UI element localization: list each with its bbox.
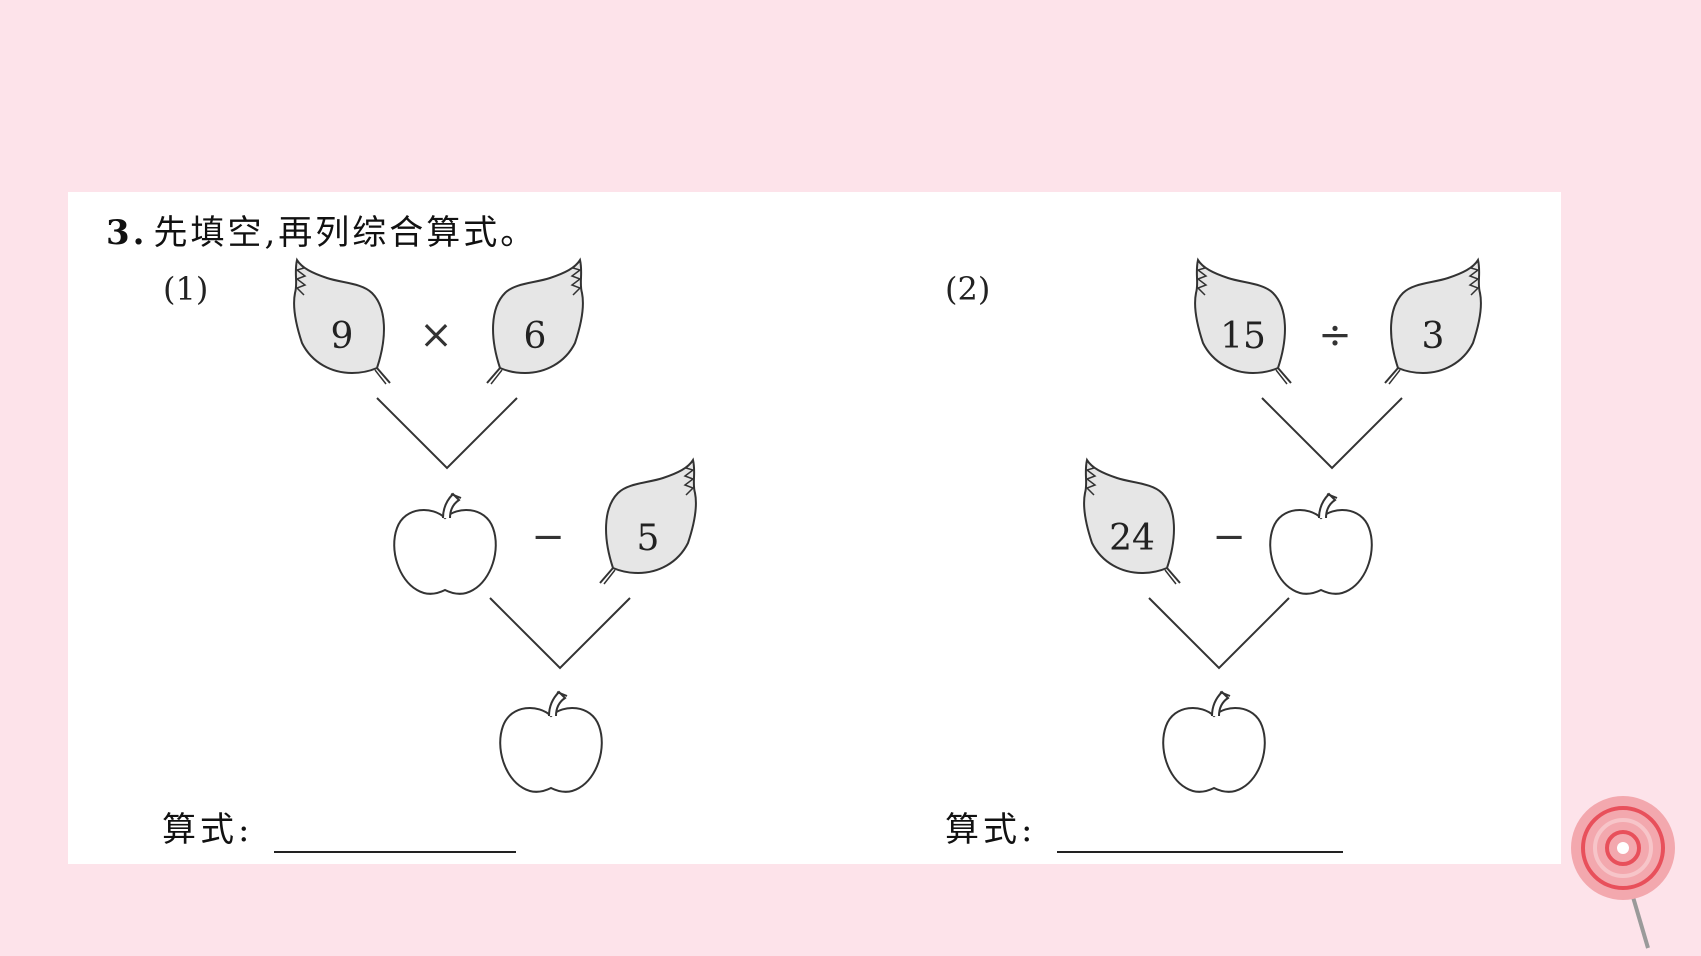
part-2-mid-left-number: 24 <box>1109 518 1155 559</box>
part-2-top-left-number: 15 <box>1220 316 1266 357</box>
part-2-top-right-number: 3 <box>1422 316 1445 357</box>
question-number: 3. <box>106 213 148 253</box>
part-2-bottom-connector <box>1148 597 1290 670</box>
part-1-apple-mid <box>393 493 497 595</box>
part-2-apple-result <box>1162 691 1266 793</box>
question-title: 3.先填空,再列综合算式。 <box>106 205 537 254</box>
part-1-bottom-connector <box>489 597 631 670</box>
part-1-mid-right-number: 5 <box>637 518 660 559</box>
part-2-apple-mid <box>1269 493 1373 595</box>
part-1-mid-operator: − <box>531 514 565 560</box>
part-2-top-connector <box>1261 397 1403 470</box>
lollipop-pin-icon <box>1571 796 1675 949</box>
part-2-mid-operator: − <box>1212 514 1246 560</box>
part-1-label: (1) <box>163 270 209 308</box>
part-1-top-operator: × <box>419 312 453 358</box>
part-1-top-connector <box>376 397 518 470</box>
part-2-formula-label: 算式: <box>945 810 1037 850</box>
part-1-formula-label: 算式: <box>162 810 254 850</box>
part-1-apple-result <box>499 691 603 793</box>
part-1-answer-blank[interactable] <box>274 851 516 853</box>
question-instruction: 先填空,再列综合算式。 <box>153 213 538 253</box>
part-2-top-operator: ÷ <box>1318 312 1352 358</box>
part-1-top-left-number: 9 <box>331 316 354 357</box>
part-1-top-right-number: 6 <box>524 316 547 357</box>
part-2-answer-blank[interactable] <box>1057 851 1343 853</box>
part-2-label: (2) <box>945 270 991 308</box>
